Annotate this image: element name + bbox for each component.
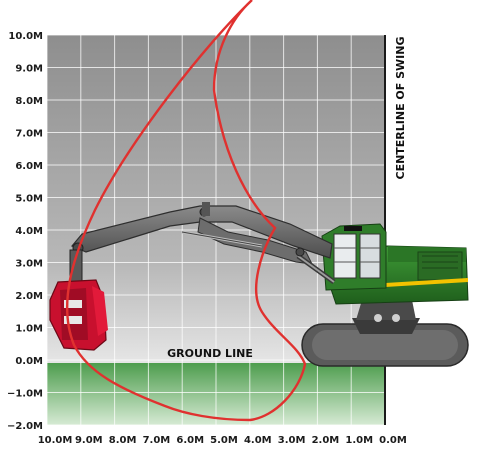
y-tick-label: 9.0M [15,64,43,75]
x-tick-label: 4.0M [244,435,272,446]
machine-body [321,223,469,305]
y-tick-label: 6.0M [15,161,43,172]
centerline-of-swing-label: CENTERLINE OF SWING [394,36,407,179]
y-tick-label: 1.0M [15,324,43,335]
y-tick-label: 0.0M [15,356,43,367]
machine-leveling-base [352,300,420,334]
y-tick-label: −2.0M [7,421,43,432]
x-tick-label: 8.0M [109,435,137,446]
x-tick-label: 3.0M [278,435,306,446]
y-tick-label: −1.0M [7,389,43,400]
x-tick-label: 1.0M [345,435,373,446]
ground-line-label: GROUND LINE [167,347,253,360]
y-tick-label: 10.0M [8,31,43,42]
x-tick-label: 7.0M [143,435,171,446]
x-tick-label: 10.0M [38,435,73,446]
y-axis-tick-labels: 10.0M 9.0M 8.0M 7.0M 6.0M 5.0M 4.0M 3.0M 2.0M 1.0… [7,31,43,432]
y-tick-label: 5.0M [15,194,43,205]
y-tick-label: 8.0M [15,96,43,107]
x-tick-label: 9.0M [75,435,103,446]
x-tick-label: 0.0M [379,435,407,446]
felling-head [49,249,108,351]
x-tick-label: 2.0M [312,435,340,446]
x-tick-label: 5.0M [210,435,238,446]
x-tick-label: 6.0M [176,435,204,446]
working-range-envelope [65,0,307,422]
y-tick-label: 7.0M [15,129,43,140]
y-tick-label: 2.0M [15,291,43,302]
y-tick-label: 3.0M [15,259,43,270]
y-tick-label: 4.0M [15,226,43,237]
